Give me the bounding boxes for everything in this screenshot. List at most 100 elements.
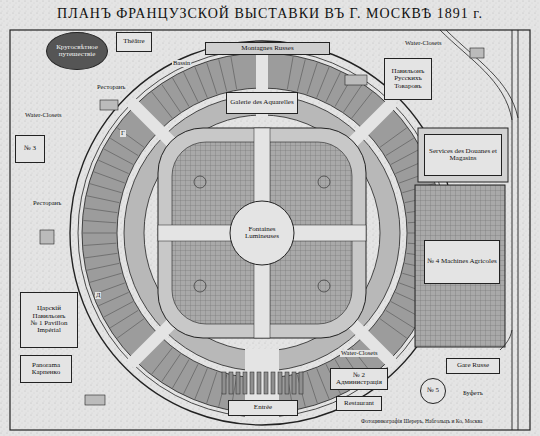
- railway-track: [512, 30, 518, 430]
- pavilion-cell: [110, 310, 138, 327]
- place-label: Ресторанъ: [32, 200, 62, 207]
- pavilion-cell: [98, 160, 128, 173]
- place-label: Bassin: [172, 60, 191, 67]
- place-label: Буфетъ: [462, 390, 484, 397]
- place-label: Water-Closets: [24, 112, 63, 119]
- kiosk: [470, 48, 484, 58]
- building-label: № 5: [427, 387, 439, 394]
- pavilion-cell: [317, 67, 329, 98]
- pavilion-cell: [219, 59, 227, 91]
- pavilion-cell: [83, 243, 116, 245]
- building-box: Restaurant: [336, 396, 382, 411]
- building-box: Galerie des Aquarelles: [226, 92, 298, 114]
- building-label: Gare Russe: [457, 362, 489, 369]
- pavilion-cell: [90, 184, 122, 193]
- pavilion-cell: [173, 359, 190, 388]
- building-label: № 3: [24, 145, 36, 152]
- pavilion-cell: [104, 302, 133, 317]
- building-label: Restaurant: [344, 400, 374, 407]
- machine-hall: [415, 185, 505, 347]
- pavilion-cell: [87, 196, 119, 203]
- basin-symbol: [318, 176, 330, 188]
- pavilion-cell: [173, 78, 190, 107]
- place-label: Water-Closets: [404, 40, 443, 47]
- kiosk: [85, 395, 105, 405]
- ring-cells: [83, 47, 441, 419]
- column: [250, 372, 254, 394]
- building-box: Montagnes Russes: [205, 42, 330, 55]
- building-label: Царскій Павильонъ: [23, 305, 75, 320]
- building-box: Павильонъ Русскихъ Товаровъ: [384, 58, 432, 100]
- pavilion-cell: [297, 59, 305, 91]
- column: [264, 372, 268, 394]
- pavilion-cell: [162, 354, 180, 381]
- column: [229, 372, 233, 394]
- place-label: Ресторанъ: [96, 84, 126, 91]
- pavilion-cell: [386, 138, 414, 155]
- pavilion-cell: [110, 138, 138, 155]
- building-box: № 4 Machines Agricoles: [424, 240, 500, 284]
- pavilion-cell: [83, 233, 116, 234]
- pavilion-cell: [117, 319, 144, 338]
- pavilion-cell: [207, 372, 217, 403]
- pavilion-cell: [195, 67, 207, 98]
- pavilion-cell: [90, 273, 122, 282]
- outer-road: [70, 41, 454, 425]
- palace-avenue: [158, 225, 366, 241]
- building-box: Царскій Павильонъ№ 1 Pavillon Impérial: [20, 292, 78, 348]
- place-label: Water-Closets: [340, 350, 379, 357]
- entrance-colonnade: [222, 372, 303, 394]
- pavilion-cell: [98, 292, 128, 305]
- pavilion-cell: [326, 72, 340, 102]
- central-palace: [158, 128, 366, 338]
- building-label: Montagnes Russes: [241, 45, 293, 52]
- railway-siding: [440, 30, 518, 120]
- building-label: Entrée: [254, 404, 272, 411]
- inner-gallery-ring: [124, 95, 400, 371]
- place-label: Г: [120, 130, 126, 137]
- fountain-court: [230, 201, 294, 265]
- building-label: № 1 Pavillon Impérial: [23, 320, 75, 335]
- plan-frame: [10, 30, 530, 430]
- building-label: Fontaines Lumineuses: [240, 226, 284, 241]
- printer-credit: Фотоцинкографія Шереръ, Набгольцъ и Ко, …: [360, 419, 483, 425]
- building-label: Panorama Карпенко: [23, 362, 69, 377]
- pavilion-cell: [87, 263, 119, 270]
- place-label: Д: [95, 292, 101, 299]
- pavilion-cell: [386, 310, 414, 327]
- column: [236, 372, 240, 394]
- kiosk: [100, 100, 118, 110]
- pavilion-cell: [85, 208, 118, 213]
- building-label: № 2 Администрація: [333, 372, 385, 387]
- column: [299, 372, 303, 394]
- building-box: Fontaines Lumineuses: [237, 220, 287, 246]
- building-label: Павильонъ Русскихъ Товаровъ: [387, 68, 429, 90]
- column: [257, 372, 261, 394]
- round-pavilion: № 5: [420, 378, 446, 404]
- column: [243, 372, 247, 394]
- pavilion-cell: [162, 85, 180, 112]
- pavilion-cell: [287, 57, 293, 89]
- pavilion-cell: [307, 372, 317, 403]
- pavilion-cell: [85, 253, 118, 258]
- column: [278, 372, 282, 394]
- basin-symbol: [194, 176, 206, 188]
- pavilion-cell: [391, 149, 420, 164]
- pavilion-cell: [117, 128, 144, 147]
- building-label: Galerie des Aquarelles: [230, 99, 293, 106]
- kiosk: [40, 230, 54, 244]
- basin-symbol: [194, 280, 206, 292]
- customs-building: [418, 128, 508, 182]
- pavilion-cell: [83, 221, 116, 223]
- plan-title: ПЛАНЪ ФРАНЦУЗСКОЙ ВЫСТАВКИ ВЪ Г. МОСКВѢ …: [0, 6, 540, 22]
- pavilion-cell: [344, 85, 362, 112]
- railway-siding: [500, 330, 512, 350]
- building-label: Services des Douanes et Magasins: [427, 148, 499, 163]
- pavilion-cell: [195, 368, 207, 399]
- pavilion-cell: [380, 319, 407, 338]
- building-label: Théâtre: [123, 38, 144, 45]
- building-label: Кругосвѣтное путешествіе: [49, 44, 105, 59]
- building-box: Gare Russe: [446, 358, 500, 374]
